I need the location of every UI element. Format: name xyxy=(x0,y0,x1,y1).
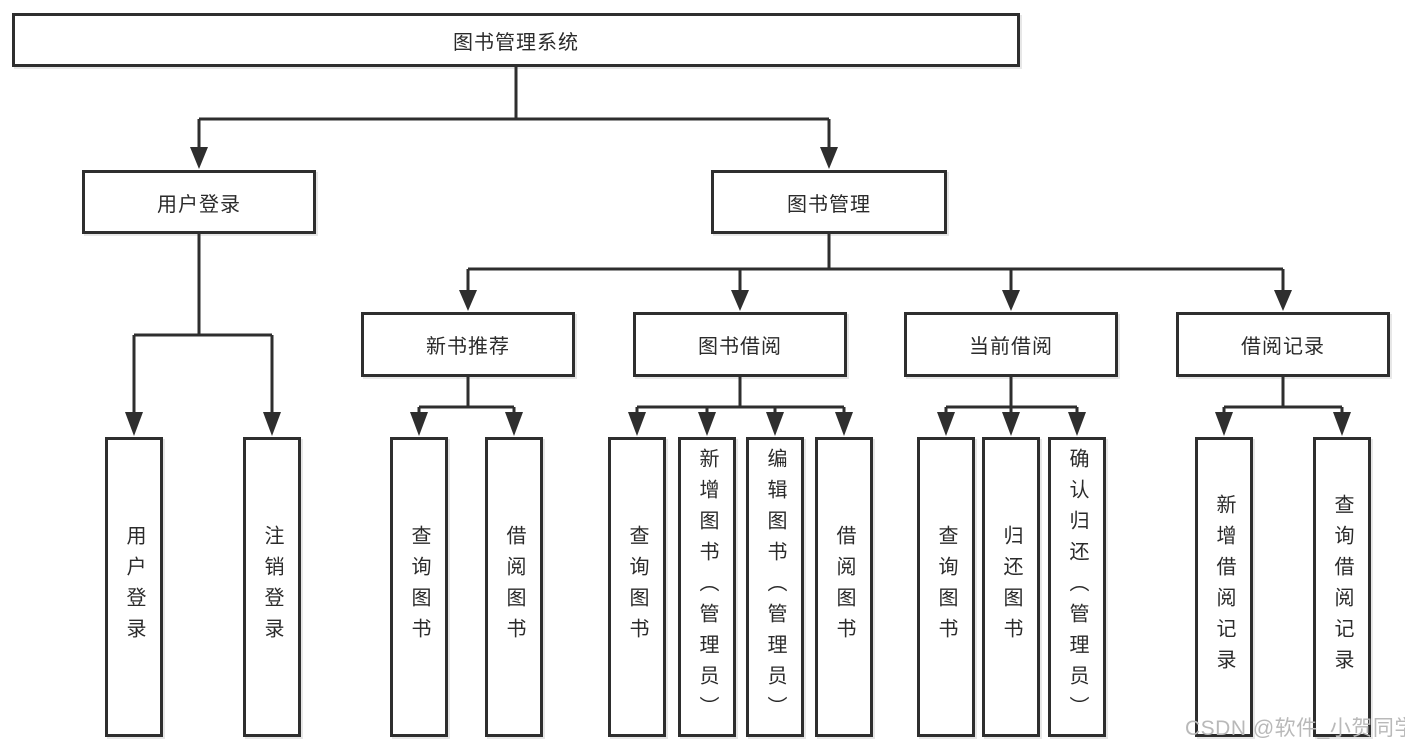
node-br-query-borrow-record: 查询借阅记录 xyxy=(1313,437,1371,737)
node-label: 确认归还（管理员） xyxy=(1066,447,1088,727)
node-label: 借阅图书 xyxy=(503,525,525,649)
node-library-management-system: 图书管理系统 xyxy=(12,13,1020,67)
node-label: 注销登录 xyxy=(261,525,283,649)
arrowheads xyxy=(125,147,1351,436)
node-label: 查询图书 xyxy=(408,525,430,649)
node-bb-query-books: 查询图书 xyxy=(608,437,666,737)
node-label: 用户登录 xyxy=(123,525,145,649)
node-label: 借阅记录 xyxy=(1241,336,1325,358)
node-label: 编辑图书（管理员） xyxy=(764,447,786,727)
node-logout-leaf: 注销登录 xyxy=(243,437,301,737)
node-book-borrowing: 图书借阅 xyxy=(633,312,847,377)
node-label: 借阅图书 xyxy=(833,525,855,649)
node-bb-borrow-books: 借阅图书 xyxy=(815,437,873,737)
node-bb-add-books-admin: 新增图书（管理员） xyxy=(678,437,736,737)
node-current-borrowing: 当前借阅 xyxy=(904,312,1118,377)
node-label: 查询借阅记录 xyxy=(1331,494,1353,680)
node-label: 图书借阅 xyxy=(698,336,782,358)
node-cb-confirm-return-admin: 确认归还（管理员） xyxy=(1048,437,1106,737)
node-nbr-borrow-books: 借阅图书 xyxy=(485,437,543,737)
node-label: 图书管理 xyxy=(787,193,871,216)
node-label: 新增图书（管理员） xyxy=(696,447,718,727)
node-borrowing-records: 借阅记录 xyxy=(1176,312,1390,377)
node-cb-query-books: 查询图书 xyxy=(917,437,975,737)
node-label: 图书管理系统 xyxy=(453,31,579,54)
node-book-management: 图书管理 xyxy=(711,170,947,234)
node-label: 当前借阅 xyxy=(969,336,1053,358)
node-new-book-recommendation: 新书推荐 xyxy=(361,312,575,377)
node-user-login-leaf: 用户登录 xyxy=(105,437,163,737)
node-user-login: 用户登录 xyxy=(82,170,316,234)
node-nbr-query-books: 查询图书 xyxy=(390,437,448,737)
node-br-add-borrow-record: 新增借阅记录 xyxy=(1195,437,1253,737)
node-label: 归还图书 xyxy=(1000,525,1022,649)
tree-edges xyxy=(132,67,1344,414)
node-label: 新书推荐 xyxy=(426,336,510,358)
node-label: 新增借阅记录 xyxy=(1213,494,1235,680)
node-cb-return-books: 归还图书 xyxy=(982,437,1040,737)
node-label: 用户登录 xyxy=(157,193,241,216)
node-label: 查询图书 xyxy=(626,525,648,649)
node-bb-edit-books-admin: 编辑图书（管理员） xyxy=(746,437,804,737)
node-label: 查询图书 xyxy=(935,525,957,649)
csdn-watermark: CSDN @软件_小贺同学 xyxy=(1185,717,1405,740)
